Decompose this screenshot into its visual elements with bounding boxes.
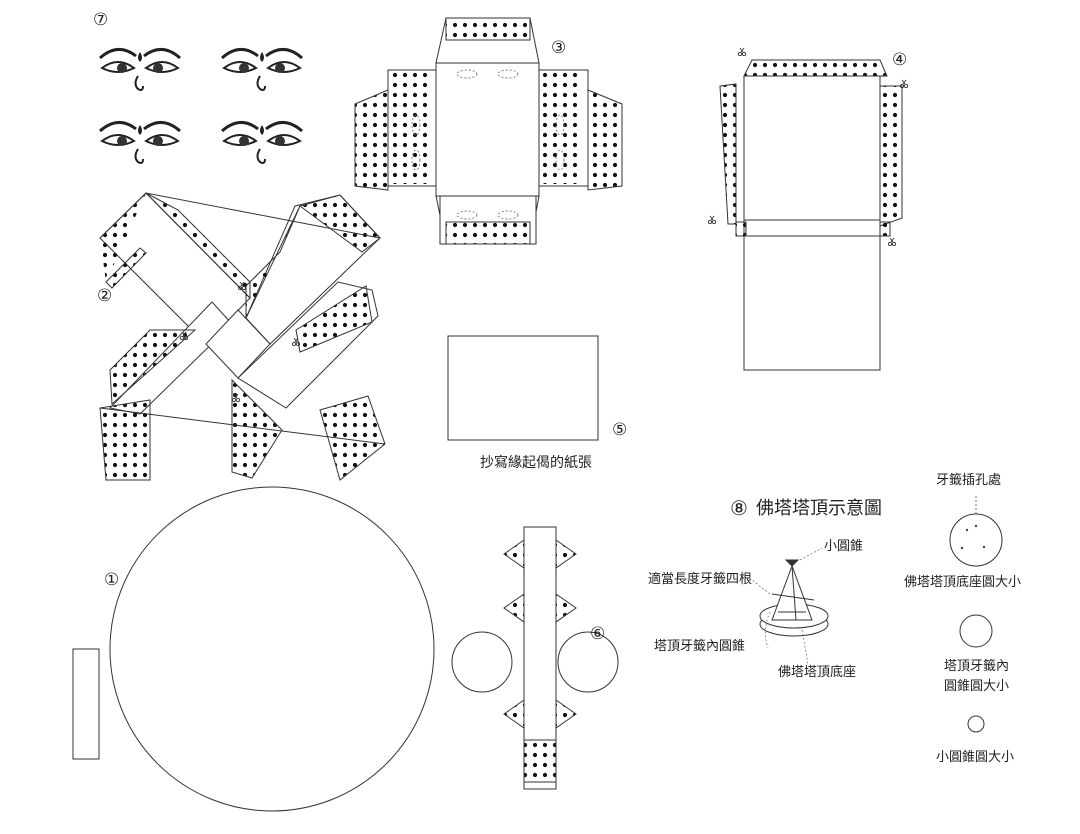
- piece5-paper: [447, 335, 599, 441]
- label-inner-cone-circle-line1: 塔頂牙籤內: [944, 659, 1010, 674]
- buddha-eyes-icon: [220, 120, 304, 165]
- spire-number: ⑧: [730, 496, 748, 520]
- piece5-caption: 抄寫緣起偈的紙張: [480, 455, 592, 471]
- label-toothpicks: 適當長度牙籤四根: [648, 572, 753, 587]
- piece4-number: ④: [892, 50, 908, 70]
- piece5-number: ⑤: [612, 420, 628, 440]
- piece4-box: [719, 59, 903, 371]
- label-hole: 牙籤插孔處: [936, 473, 1002, 488]
- label-small-cone-circle: 小圓錐圓大小: [936, 750, 1015, 765]
- scissors-icon: [707, 215, 717, 225]
- piece7-eyes: [98, 47, 304, 165]
- buddha-eyes-icon: [220, 47, 304, 92]
- label-inner-cone: 塔頂牙籤內圓錐: [654, 639, 746, 654]
- template-circles: [949, 513, 1003, 733]
- spire-title: 佛塔塔頂示意圖: [756, 498, 882, 519]
- label-base-circle: 佛塔塔頂底座圓大小: [904, 575, 1022, 590]
- buddha-eyes-icon: [98, 47, 182, 92]
- piece1-circle: [109, 486, 435, 812]
- hole-markers: [960, 524, 986, 550]
- scissors-icon: [887, 237, 897, 247]
- label-small-cone: 小圓錐: [824, 539, 864, 554]
- piece2-number: ②: [97, 286, 113, 306]
- scissors-icon: [737, 47, 747, 57]
- piece2-x-net: [99, 192, 386, 481]
- piece3-box-net: [354, 17, 623, 245]
- piece3-number: ③: [551, 38, 567, 58]
- piece1-number: ①: [104, 570, 120, 590]
- spire-leaders: [751, 547, 823, 665]
- buddha-eyes-icon: [98, 120, 182, 165]
- piece7-number: ⑦: [93, 10, 109, 30]
- label-inner-cone-circle-line2: 圓錐圓大小: [944, 679, 1010, 694]
- piece3-cut-marks: [411, 69, 565, 220]
- piece1-strip: [72, 648, 100, 760]
- label-spire-base: 佛塔塔頂底座: [778, 665, 857, 680]
- spire-illustration: [759, 559, 829, 637]
- piece6-number: ⑥: [590, 624, 606, 644]
- piece6-strip: [451, 526, 619, 790]
